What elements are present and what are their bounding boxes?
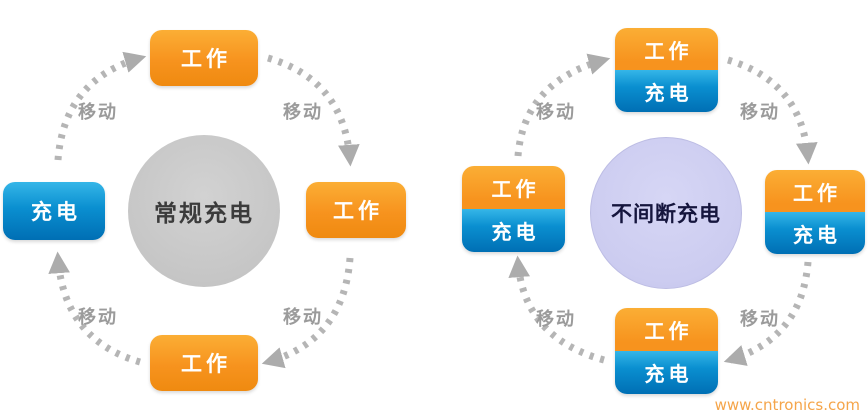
right-node-right-charge: 充电 xyxy=(765,212,865,254)
right-node-bottom-work: 工作 xyxy=(615,308,718,351)
left-node-left-charge: 充电 xyxy=(3,182,105,240)
watermark: www.cntronics.com xyxy=(714,396,860,414)
left-move-top-left-label: 移动 xyxy=(78,102,118,123)
right-node-right-work-label: 工作 xyxy=(793,180,841,205)
right-node-top-charge: 充电 xyxy=(615,70,718,112)
right-node-left-work: 工作 xyxy=(462,166,565,209)
curved-arrow-right-bottom-left-icon xyxy=(508,255,605,364)
uninterrupted-charging-circle: 不间断充电 xyxy=(590,137,742,289)
curved-arrow-left-top-left-icon xyxy=(54,51,147,161)
left-node-right-work: 工作 xyxy=(306,182,406,238)
left-node-right-label: 工作 xyxy=(333,199,383,223)
right-node-right-work-charge: 工作 充电 xyxy=(765,170,865,254)
right-node-top-charge-label: 充电 xyxy=(644,80,693,105)
right-node-left-charge-label: 充电 xyxy=(491,220,540,244)
right-node-bottom-work-label: 工作 xyxy=(644,319,693,343)
curved-arrow-left-bottom-right-icon xyxy=(261,257,354,369)
left-node-top-label: 工作 xyxy=(181,47,231,71)
curved-arrow-left-bottom-left-icon xyxy=(48,251,141,366)
curved-arrow-left-top-right-icon xyxy=(267,54,360,167)
curved-arrow-right-top-right-icon xyxy=(727,56,818,165)
right-node-bottom-work-charge: 工作 充电 xyxy=(615,308,718,394)
regular-charging-circle: 常规充电 xyxy=(128,135,280,287)
right-node-top-work-charge: 工作 充电 xyxy=(615,28,718,112)
right-node-left-charge: 充电 xyxy=(462,209,565,252)
right-node-top-work-label: 工作 xyxy=(644,38,693,63)
right-node-left-work-charge: 工作 充电 xyxy=(462,166,565,252)
left-move-bottom-left-label: 移动 xyxy=(78,307,118,328)
left-node-bottom-label: 工作 xyxy=(181,352,231,376)
right-move-bottom-right-label: 移动 xyxy=(740,309,780,330)
uninterrupted-charging-label: 不间断充电 xyxy=(611,202,721,226)
left-node-top-work: 工作 xyxy=(150,30,258,86)
regular-charging-label: 常规充电 xyxy=(154,201,254,227)
right-node-right-charge-label: 充电 xyxy=(793,222,841,247)
right-node-right-work: 工作 xyxy=(765,170,865,212)
right-move-bottom-left-label: 移动 xyxy=(536,309,576,330)
right-node-top-work: 工作 xyxy=(615,28,718,70)
left-move-bottom-right-label: 移动 xyxy=(283,307,323,328)
right-node-bottom-charge-label: 充电 xyxy=(644,362,693,386)
curved-arrow-right-bottom-right-icon xyxy=(723,261,812,366)
right-node-left-work-label: 工作 xyxy=(491,177,540,201)
left-node-bottom-work: 工作 xyxy=(150,335,258,391)
right-node-bottom-charge: 充电 xyxy=(615,351,718,394)
right-move-top-left-label: 移动 xyxy=(536,102,576,123)
left-node-left-label: 充电 xyxy=(31,200,81,224)
left-move-top-right-label: 移动 xyxy=(283,102,323,123)
right-move-top-right-label: 移动 xyxy=(740,102,780,123)
curved-arrow-right-top-left-icon xyxy=(514,53,611,157)
